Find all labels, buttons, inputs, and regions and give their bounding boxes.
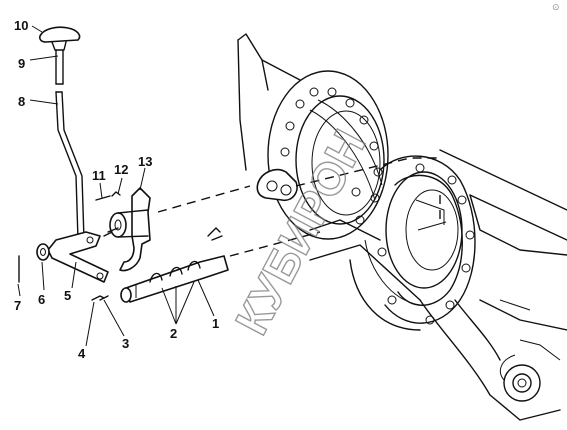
callout-4: 4 xyxy=(78,346,86,361)
transmission-housing xyxy=(237,33,567,421)
callout-11: 11 xyxy=(92,168,106,183)
callout-8: 8 xyxy=(18,94,25,109)
callout-2: 2 xyxy=(170,326,177,341)
callout-7: 7 xyxy=(14,298,21,313)
callout-12: 12 xyxy=(114,162,128,177)
part-1-detent-pin xyxy=(207,227,223,241)
part-9-rod-end xyxy=(55,49,64,85)
callout-13: 13 xyxy=(138,154,152,169)
callout-10: 10 xyxy=(14,18,28,33)
callout-5: 5 xyxy=(64,288,71,303)
part-12-clip xyxy=(111,191,121,197)
part-13-shift-fork xyxy=(103,187,151,272)
part-5-lever-arm xyxy=(47,231,109,283)
callout-9: 9 xyxy=(18,56,25,71)
callout-3: 3 xyxy=(122,336,129,351)
callout-6: 6 xyxy=(38,292,45,307)
part-4-cotter-pin xyxy=(91,295,105,301)
rear-flange-plate xyxy=(309,155,476,331)
part-2-shift-shaft xyxy=(120,255,229,303)
corner-mark: ⊙ xyxy=(552,2,560,12)
callout-1: 1 xyxy=(212,316,219,331)
callouts: 10 9 8 11 12 13 7 6 5 4 3 2 1 xyxy=(14,18,219,361)
leader-lines xyxy=(17,25,215,347)
assembly-dashed-lines xyxy=(157,157,441,257)
part-11-pin xyxy=(95,195,111,201)
part-10-knob xyxy=(39,26,81,51)
mounting-bracket xyxy=(256,168,298,202)
part-6-washer xyxy=(36,243,50,261)
part-3-small-pin xyxy=(99,295,109,301)
part-8-shift-rod xyxy=(55,91,85,241)
